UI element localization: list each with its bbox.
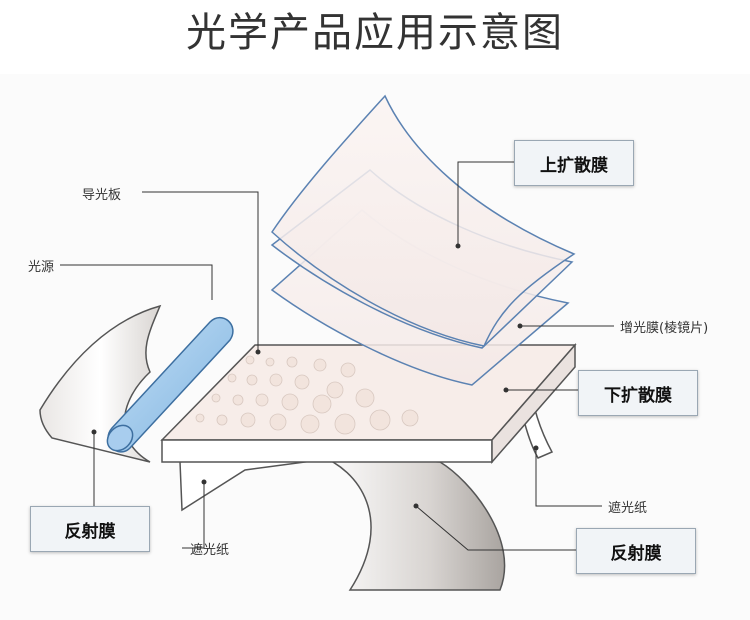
- page-title: 光学产品应用示意图: [186, 10, 564, 56]
- label-light-source: 光源: [28, 260, 55, 275]
- label-shading-paper-left: 遮光纸: [190, 543, 230, 558]
- dot-pattern: [195, 355, 419, 435]
- light-source-lamp: [106, 316, 234, 453]
- label-lower-diffuser: 下扩散膜: [578, 370, 698, 416]
- upper-diffuser-film-shape: [271, 94, 576, 347]
- label-upper-diffuser: 上扩散膜: [514, 140, 634, 186]
- label-brightness-film: 增光膜(棱镜片): [620, 321, 709, 336]
- label-light-guide-plate: 导光板: [82, 188, 122, 203]
- light-guide-plate-front: [161, 439, 493, 463]
- light-guide-plate-side: [491, 343, 576, 464]
- label-shading-paper-right: 遮光纸: [608, 501, 648, 516]
- reflector-film-left-shape: [39, 304, 162, 463]
- reflector-film-right-shape: [317, 454, 506, 591]
- label-reflector-right: 反射膜: [576, 528, 696, 574]
- label-reflector-left: 反射膜: [30, 506, 150, 552]
